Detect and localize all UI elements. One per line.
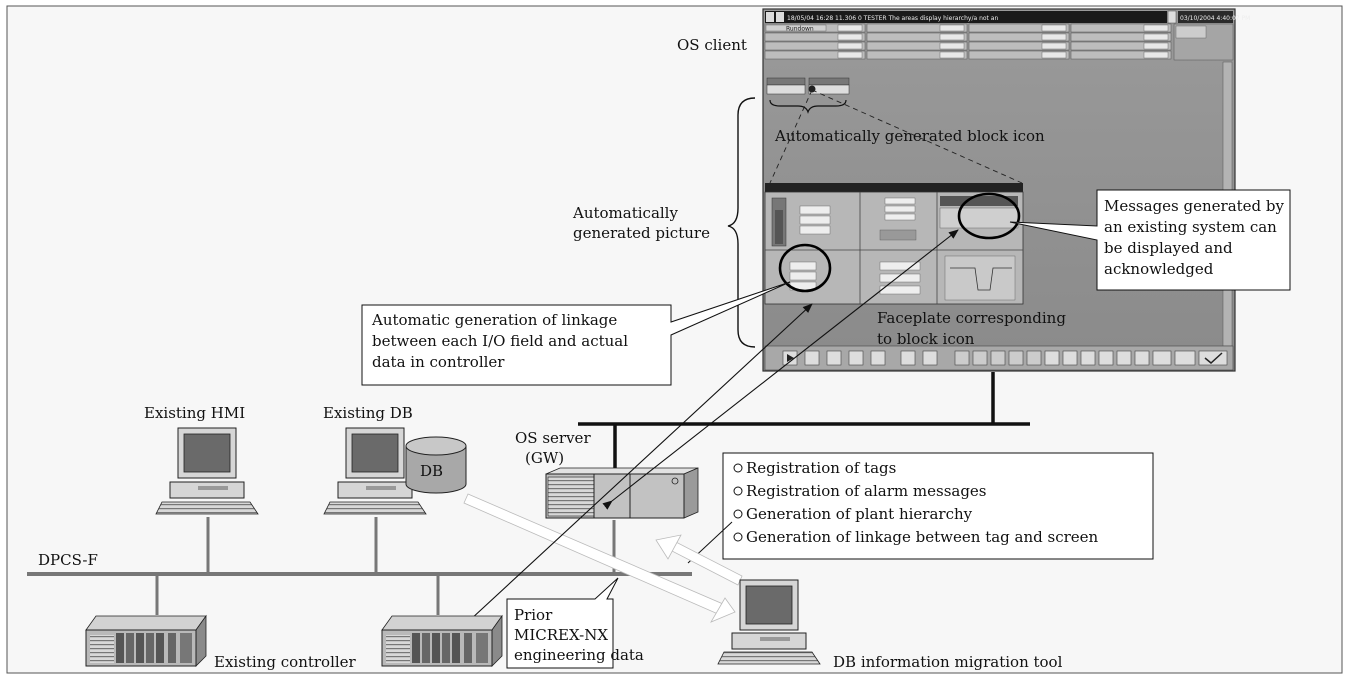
toolbar-button-21[interactable] (1198, 350, 1228, 366)
toolbar-button-8[interactable] (954, 350, 970, 366)
highlight-circle-messages (957, 192, 1021, 240)
screen-title-bar (765, 11, 1167, 23)
toolbar-button-16[interactable] (1098, 350, 1114, 366)
label-auto-block-icon: Automatically generated block icon (774, 127, 1045, 145)
toolbar-button-6[interactable] (900, 350, 916, 366)
label-existing-controller: Existing controller (214, 653, 357, 671)
toolbar-button-11[interactable] (1008, 350, 1024, 366)
toolbar-button-18[interactable] (1134, 350, 1150, 366)
screen-toolbar (764, 345, 1234, 371)
callout-linkage-line3: data in controller (372, 353, 505, 371)
registration-item-3: Generation of plant hierarchy (746, 505, 973, 523)
label-os-server-1: OS server (515, 429, 591, 447)
toolbar-button-15[interactable] (1080, 350, 1096, 366)
registration-item-1: Registration of tags (746, 459, 896, 477)
label-dpcs-f: DPCS-F (38, 551, 98, 569)
existing-db-computer (323, 427, 427, 515)
existing-hmi-computer (155, 427, 259, 515)
dashed-link-right (811, 89, 1023, 184)
callout-linkage-line1: Automatic generation of linkage (371, 311, 617, 329)
callout-prior-line2: MICREX-NX (514, 626, 608, 644)
label-faceplate-2: to block icon (877, 330, 975, 348)
toolbar-button-13[interactable] (1044, 350, 1060, 366)
toolbar-button-5[interactable] (870, 350, 886, 366)
label-os-server-2: (GW) (525, 449, 564, 467)
label-faceplate-1: Faceplate corresponding (877, 309, 1066, 327)
data-link-arrows (460, 229, 959, 630)
callout-linkage-line2: between each I/O field and actual (372, 332, 628, 350)
screen-clock: 03/10/2004 4:40:07 PM (1180, 15, 1250, 22)
toolbar-button-20[interactable] (1174, 350, 1196, 366)
toolbar-button-10[interactable] (990, 350, 1006, 366)
callout-messages-line2: an existing system can (1104, 218, 1277, 236)
callout-prior-box (506, 577, 619, 669)
callout-messages-line1: Messages generated by (1104, 197, 1285, 215)
toolbar-button-4[interactable] (848, 350, 864, 366)
dashed-link-left (769, 89, 813, 184)
toolbar-button-7[interactable] (922, 350, 938, 366)
registration-item-4: Generation of linkage between tag and sc… (746, 528, 1099, 546)
toolbar-button-2[interactable] (804, 350, 820, 366)
label-os-client: OS client (677, 36, 747, 54)
callout-messages-line3: be displayed and (1104, 239, 1233, 257)
registration-item-2: Registration of alarm messages (746, 482, 987, 500)
faceplate-picture (764, 183, 1024, 305)
label-migration-tool: DB information migration tool (833, 653, 1063, 671)
toolbar-button-12[interactable] (1026, 350, 1042, 366)
row-label-rundown: Rundown (786, 26, 814, 33)
label-existing-db: Existing DB (323, 404, 413, 422)
screen-title-text: 18/05/04 16:28 11.306 0 TESTER The areas… (787, 15, 998, 22)
existing-controller-1 (85, 614, 207, 667)
callout-messages-line4: acknowledged (1104, 260, 1214, 278)
block-icon-group (766, 77, 850, 95)
callout-messages-box (1009, 189, 1291, 291)
label-auto-picture-1: Automatically (572, 204, 678, 222)
toolbar-button-14[interactable] (1062, 350, 1078, 366)
toolbar-button-9[interactable] (972, 350, 988, 366)
callout-prior-line3: engineering data (514, 646, 644, 664)
toolbar-button-17[interactable] (1116, 350, 1132, 366)
existing-controller-2 (381, 614, 503, 667)
label-existing-hmi: Existing HMI (144, 404, 245, 422)
migration-tool-computer (717, 579, 821, 665)
callout-prior-line1: Prior (514, 606, 553, 624)
label-auto-picture-2: generated picture (573, 224, 710, 242)
toolbar-button-3[interactable] (826, 350, 842, 366)
label-db: DB (420, 462, 443, 480)
alarm-header-rows (764, 23, 1172, 60)
block-icon-brace (769, 99, 847, 114)
toolbar-button-19[interactable] (1152, 350, 1172, 366)
